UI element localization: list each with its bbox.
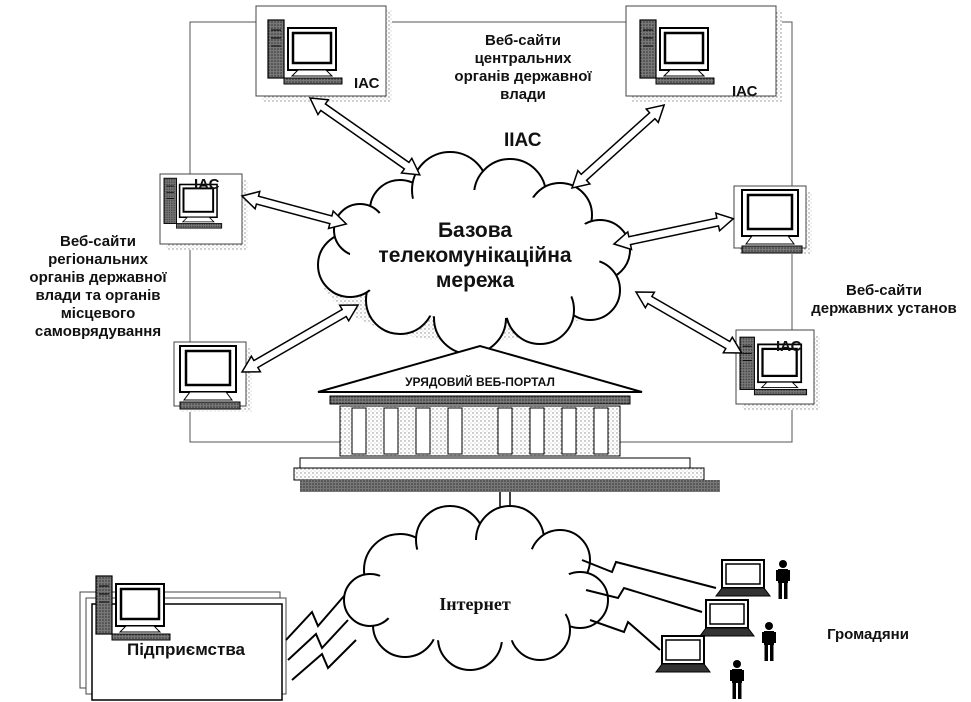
internet-label: Інтернет xyxy=(439,594,511,614)
iac-label-top-left: ІАС xyxy=(354,75,380,92)
workstation-icon xyxy=(266,18,344,86)
laptop-icon xyxy=(715,559,771,597)
wireless-links xyxy=(285,559,717,681)
right-upper-node xyxy=(733,185,812,255)
top-group-label: Веб-сайти центральних органів державної … xyxy=(448,32,598,104)
arrow-right-lower xyxy=(634,291,743,354)
portal-label: УРЯДОВИЙ ВЕБ-ПОРТАЛ xyxy=(405,375,555,389)
government-portal-building xyxy=(293,344,720,492)
arrow-left-lower xyxy=(240,304,360,373)
person-icon xyxy=(762,622,776,661)
label-line: Веб-сайти xyxy=(60,233,136,250)
laptop-icon xyxy=(655,635,711,673)
portal-columns xyxy=(339,405,621,457)
internet-cloud-fill xyxy=(375,540,575,644)
label-line: регіональних xyxy=(48,251,148,268)
iac-label-right: ІАС xyxy=(776,338,802,355)
citizens-node xyxy=(655,559,790,699)
workstation-icon xyxy=(638,18,716,86)
label-line: органів державної xyxy=(454,68,592,85)
arrow-top-right xyxy=(570,104,666,190)
left-group-label: Веб-сайти регіональних органів державної… xyxy=(8,233,188,341)
portal-step-2 xyxy=(293,467,705,481)
zigzag-link xyxy=(291,639,357,681)
left-upper-node xyxy=(159,173,248,250)
top-right-node xyxy=(625,5,782,102)
zigzag-link xyxy=(285,595,345,641)
label-line: місцевого xyxy=(60,305,136,322)
left-lower-node xyxy=(173,341,252,412)
portal-frieze xyxy=(329,395,631,405)
label-line: влади xyxy=(500,86,546,103)
enterprises-node xyxy=(79,574,287,701)
arrow-top-left xyxy=(308,97,422,176)
portal-roof xyxy=(317,344,643,393)
label-line: державних установ xyxy=(811,300,957,317)
portal-step-3 xyxy=(300,480,720,492)
arrow-right-upper xyxy=(612,212,735,251)
person-icon xyxy=(730,660,744,699)
zigzag-link xyxy=(287,619,349,661)
workstation-icon xyxy=(94,574,172,642)
portal-step-1 xyxy=(299,457,691,469)
monitor-icon xyxy=(178,344,242,411)
core-cloud-label: Базова телекомунікаційна мережа xyxy=(375,218,575,294)
label-line: влади та органів xyxy=(35,287,161,304)
iac-label-left: ІАС xyxy=(194,176,220,193)
right-group-label: Веб-сайти державних установ xyxy=(800,282,968,318)
right-lower-node xyxy=(735,329,820,410)
label-line: телекомунікаційна xyxy=(378,244,572,268)
top-left-node xyxy=(255,5,392,102)
label-line: Веб-сайти xyxy=(485,32,561,49)
label-line: центральних xyxy=(474,50,572,67)
zigzag-link xyxy=(585,586,703,613)
zigzag-link xyxy=(581,559,717,589)
core-cloud-fill xyxy=(350,190,600,320)
label-line: органів державної xyxy=(29,269,167,286)
arrow-left-upper xyxy=(240,190,348,230)
label-line: Веб-сайти xyxy=(846,282,922,299)
laptop-icon xyxy=(699,599,755,637)
label-line: мережа xyxy=(435,269,515,293)
citizens-label: Громадяни xyxy=(827,626,909,643)
network-label: ІІАС xyxy=(504,130,542,151)
person-icon xyxy=(776,560,790,599)
zigzag-link xyxy=(589,619,661,651)
monitor-icon xyxy=(740,188,804,255)
iac-label-top-right: ІАС xyxy=(732,83,758,100)
label-line: самоврядування xyxy=(34,323,162,340)
label-line: Базова xyxy=(437,219,513,242)
enterprises-label: Підприємства xyxy=(126,640,246,659)
